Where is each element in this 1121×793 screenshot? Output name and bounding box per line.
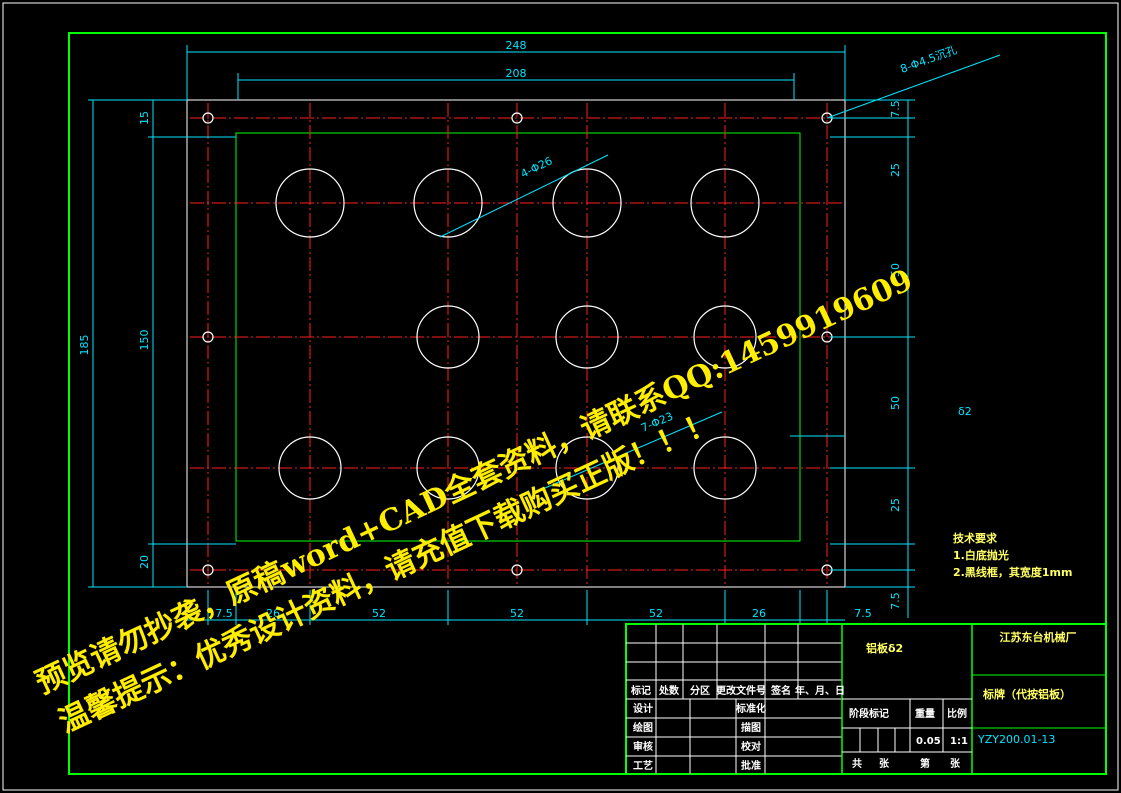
header-3: 更改文件号 bbox=[716, 684, 766, 697]
label-large-holes: 4-Φ26 bbox=[519, 154, 555, 180]
weight-label: 重量 bbox=[915, 707, 935, 720]
dim-bottom-3: 52 bbox=[510, 607, 524, 620]
notes-line1: 1.白底抛光 bbox=[953, 548, 1009, 562]
hole-mid bbox=[555, 436, 619, 500]
sheet-labels: 共张第张 bbox=[852, 757, 961, 770]
watermark-line1: 预览请勿抄袭，原稿word+CAD全套资料，请联系QQ:1459919609 bbox=[31, 263, 919, 702]
role-right-1: 描图 bbox=[741, 721, 761, 734]
role-left-2: 审核 bbox=[633, 740, 653, 753]
header-4: 签名 bbox=[770, 684, 791, 697]
hole-mid bbox=[416, 305, 480, 369]
role-left-3: 工艺 bbox=[633, 759, 653, 772]
role-left-1: 绘图 bbox=[633, 721, 653, 734]
header-2: 分区 bbox=[690, 684, 710, 697]
header-5: 年、月、日 bbox=[795, 684, 845, 697]
sheet-2: 第 bbox=[920, 757, 930, 770]
header-0: 标记 bbox=[630, 684, 651, 697]
hole-large bbox=[552, 168, 622, 238]
stage-label: 阶段标记 bbox=[849, 707, 889, 720]
label-thickness: δ2 bbox=[958, 405, 972, 418]
plate-outline bbox=[186, 99, 846, 588]
hole-mid bbox=[555, 305, 619, 369]
sheet-1: 张 bbox=[879, 757, 890, 770]
hole-large bbox=[690, 168, 760, 238]
dim-15: 15 bbox=[138, 111, 151, 125]
dim-bottom-1: 26 bbox=[266, 607, 280, 620]
revision-headers: 标记处数分区更改文件号签名年、月、日 bbox=[630, 684, 845, 697]
dim-bottom-6: 7.5 bbox=[854, 607, 872, 620]
hole-small bbox=[202, 112, 214, 124]
hole-mid bbox=[278, 436, 342, 500]
sheet-0: 共 bbox=[852, 757, 862, 770]
scale-value: 1:1 bbox=[950, 736, 968, 747]
title-block-grid bbox=[625, 623, 1107, 775]
part-name: 铝板δ2 bbox=[866, 641, 903, 655]
dim-208: 208 bbox=[506, 67, 527, 80]
notes-line2: 2.黑线框，其宽度1mm bbox=[953, 565, 1072, 579]
role-right-0: 标准化 bbox=[735, 702, 766, 715]
drawing-number: YZY200.01-13 bbox=[977, 733, 1055, 746]
company-name: 江苏东台机械厂 bbox=[1000, 630, 1077, 644]
header-1: 处数 bbox=[658, 684, 680, 697]
role-right-3: 批准 bbox=[741, 759, 761, 772]
role-left-0: 设计 bbox=[633, 702, 653, 715]
dimension-lines bbox=[88, 45, 1001, 625]
notes-title: 技术要求 bbox=[953, 531, 998, 545]
bottom-dimension-row: 7.5 26 52 52 52 26 7.5 bbox=[215, 607, 872, 620]
holes bbox=[202, 112, 833, 576]
dim-right-3: 50 bbox=[889, 396, 902, 410]
role-right-2: 校对 bbox=[741, 740, 761, 753]
center-lines bbox=[190, 103, 842, 585]
right-dimension-stack: 7.5 25 50 50 25 7.5 bbox=[889, 100, 902, 610]
sheet-3: 张 bbox=[950, 757, 961, 770]
weight-value: 0.05 bbox=[916, 736, 941, 747]
hole-small bbox=[202, 564, 214, 576]
dim-right-1: 25 bbox=[889, 163, 902, 177]
dim-bottom-0: 7.5 bbox=[215, 607, 233, 620]
dim-248: 248 bbox=[506, 39, 527, 52]
dim-bottom-2: 52 bbox=[372, 607, 386, 620]
hole-small bbox=[511, 564, 523, 576]
scale-label: 比例 bbox=[947, 707, 967, 720]
dim-right-5: 7.5 bbox=[889, 592, 902, 610]
hole-small bbox=[202, 331, 214, 343]
watermark-line2: 温馨提示：优秀设计资料，请充值下载购买正版！！！ bbox=[54, 404, 721, 740]
hole-large bbox=[413, 168, 483, 238]
hole-small bbox=[511, 112, 523, 124]
dim-right-4: 25 bbox=[889, 498, 902, 512]
dim-right-2: 50 bbox=[889, 263, 902, 277]
dim-right-0: 7.5 bbox=[889, 100, 902, 118]
dim-185: 185 bbox=[78, 335, 91, 356]
hole-large bbox=[275, 168, 345, 238]
frame-border bbox=[68, 32, 1107, 775]
hole-mid bbox=[693, 305, 757, 369]
dim-bottom-5: 26 bbox=[752, 607, 766, 620]
dim-bottom-4: 52 bbox=[649, 607, 663, 620]
hole-mid bbox=[693, 436, 757, 500]
label-small-holes: 8-Φ4.5沉孔 bbox=[899, 43, 959, 75]
drawing-title: 标牌（代按铝板） bbox=[982, 687, 1071, 701]
dim-20: 20 bbox=[138, 555, 151, 569]
hole-mid bbox=[416, 436, 480, 500]
dim-150: 150 bbox=[138, 330, 151, 351]
